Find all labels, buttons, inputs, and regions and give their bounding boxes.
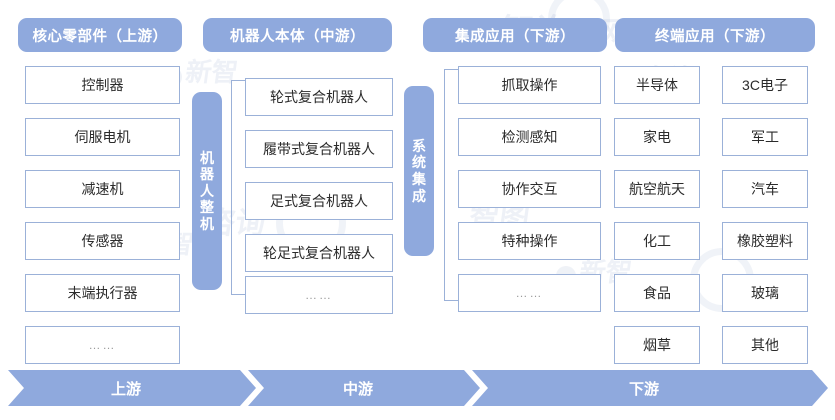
item-box[interactable]: 末端执行器 bbox=[25, 274, 180, 312]
bracket-connector bbox=[444, 69, 458, 301]
item-box[interactable]: 航空航天 bbox=[614, 170, 700, 208]
bracket-connector bbox=[231, 80, 245, 295]
flow-band-upstream: 上游 bbox=[8, 370, 256, 406]
item-box[interactable]: 抓取操作 bbox=[458, 66, 601, 104]
item-box-ellipsis[interactable]: …… bbox=[458, 274, 601, 312]
item-box[interactable]: 减速机 bbox=[25, 170, 180, 208]
item-box[interactable]: 半导体 bbox=[614, 66, 700, 104]
item-box[interactable]: 轮足式复合机器人 bbox=[245, 234, 393, 272]
column-header-midstream-robot-body: 机器人本体（中游） bbox=[203, 18, 392, 52]
item-box[interactable]: 特种操作 bbox=[458, 222, 601, 260]
item-box[interactable]: 军工 bbox=[722, 118, 808, 156]
vertical-label-system-integration: 系统集成 bbox=[404, 86, 434, 256]
item-box[interactable]: 家电 bbox=[614, 118, 700, 156]
vertical-label-text: 系统集成 bbox=[412, 137, 426, 204]
item-box[interactable]: 烟草 bbox=[614, 326, 700, 364]
flow-band-label: 中游 bbox=[342, 380, 373, 398]
item-box[interactable]: 其他 bbox=[722, 326, 808, 364]
item-box[interactable]: 橡胶塑料 bbox=[722, 222, 808, 260]
item-box[interactable]: 传感器 bbox=[25, 222, 180, 260]
column-header-downstream-terminal-application: 终端应用（下游） bbox=[615, 18, 815, 52]
item-box[interactable]: 协作交互 bbox=[458, 170, 601, 208]
item-box[interactable]: 控制器 bbox=[25, 66, 180, 104]
flow-band-label: 下游 bbox=[628, 380, 659, 398]
item-box[interactable]: 玻璃 bbox=[722, 274, 808, 312]
item-box[interactable]: 伺服电机 bbox=[25, 118, 180, 156]
column-header-upstream-components: 核心零部件（上游） bbox=[18, 18, 182, 52]
flow-band-label: 上游 bbox=[110, 380, 141, 398]
item-box[interactable]: 化工 bbox=[614, 222, 700, 260]
flow-band-midstream: 中游 bbox=[248, 370, 480, 406]
vertical-label-robot-complete-machine: 机器人整机 bbox=[192, 92, 222, 290]
item-box[interactable]: 3C电子 bbox=[722, 66, 808, 104]
item-box-ellipsis[interactable]: …… bbox=[25, 326, 180, 364]
item-box[interactable]: 轮式复合机器人 bbox=[245, 78, 393, 116]
column-header-downstream-integrated-application: 集成应用（下游） bbox=[423, 18, 607, 52]
item-box[interactable]: 食品 bbox=[614, 274, 700, 312]
item-box[interactable]: 履带式复合机器人 bbox=[245, 130, 393, 168]
item-box[interactable]: 足式复合机器人 bbox=[245, 182, 393, 220]
flow-band-downstream: 下游 bbox=[472, 370, 828, 406]
item-box[interactable]: 汽车 bbox=[722, 170, 808, 208]
vertical-label-text: 机器人整机 bbox=[200, 149, 214, 232]
item-box[interactable]: 检测感知 bbox=[458, 118, 601, 156]
item-box-ellipsis[interactable]: …… bbox=[245, 276, 393, 314]
